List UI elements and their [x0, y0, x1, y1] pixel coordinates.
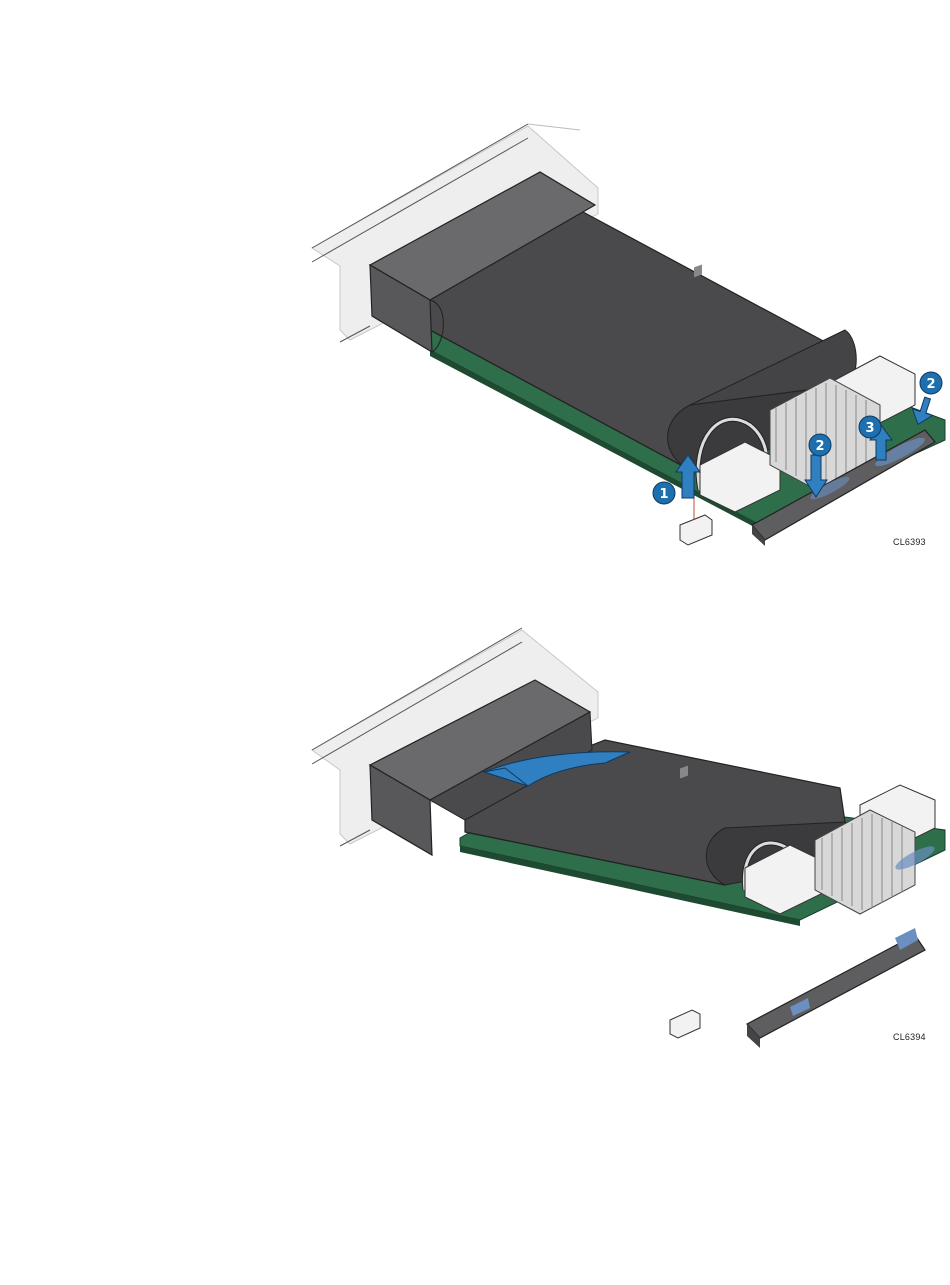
diagram-step-1: 1 2 2 3	[0, 0, 950, 600]
svg-text:2: 2	[815, 439, 824, 454]
callout-2-left: 2	[809, 434, 831, 456]
figure-id-label: CL6394	[893, 1032, 926, 1042]
figure-battery-slide-out: CL6394	[0, 600, 950, 1120]
callout-3: 3	[859, 416, 881, 438]
svg-text:1: 1	[659, 487, 668, 502]
svg-text:3: 3	[865, 421, 874, 436]
bracket-latch-removed	[747, 928, 925, 1048]
svg-text:2: 2	[926, 377, 935, 392]
figure-id-label: CL6393	[893, 537, 926, 547]
diagram-step-2	[0, 600, 950, 1120]
figure-battery-removal-step: 1 2 2 3 CL6393	[0, 0, 950, 600]
callout-2-right: 2	[920, 372, 942, 394]
callout-1: 1	[653, 482, 675, 504]
